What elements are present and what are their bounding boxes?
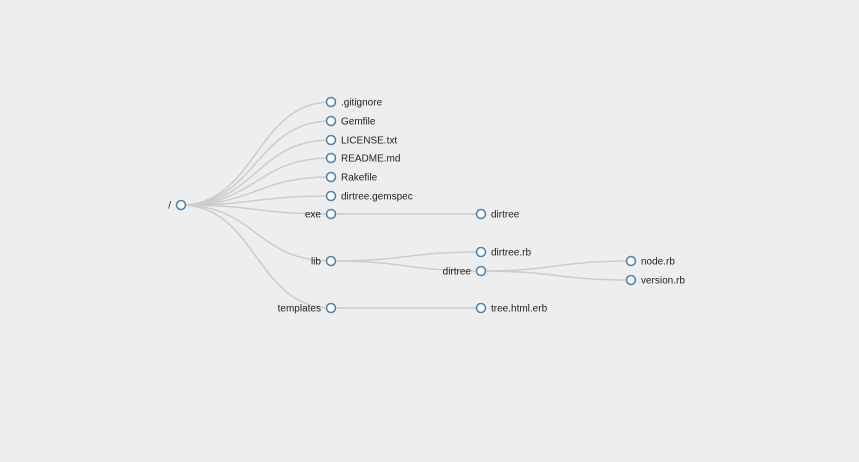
node-circle-icon[interactable] [475, 265, 487, 277]
node-label: LICENSE.txt [341, 136, 397, 147]
node-circle-icon[interactable] [325, 255, 337, 267]
tree-link-exe [180, 204, 332, 215]
node-circle-icon[interactable] [625, 255, 637, 267]
tree-link-gemspec [180, 195, 332, 206]
node-label: tree.html.erb [491, 304, 548, 315]
node-circle-icon[interactable] [325, 152, 337, 164]
tree-node-tree-html-erb[interactable]: tree.html.erb [475, 302, 548, 315]
tree-links [180, 101, 632, 309]
node-circle-icon[interactable] [325, 115, 337, 127]
tree-node-gemfile[interactable]: Gemfile [325, 115, 376, 128]
node-circle-icon[interactable] [325, 208, 337, 220]
tree-node-gitignore[interactable]: .gitignore [325, 96, 383, 109]
node-label: / [168, 201, 171, 212]
node-label: version.rb [641, 276, 685, 287]
tree-node-license[interactable]: LICENSE.txt [325, 134, 398, 147]
tree-link-gemfile [180, 120, 332, 206]
node-label: lib [311, 257, 321, 268]
tree-link-license [180, 139, 332, 206]
node-label: dirtree.rb [491, 248, 531, 259]
node-circle-icon[interactable] [625, 274, 637, 286]
tree-link-node-rb [480, 260, 632, 272]
tree-node-lib[interactable]: lib [311, 255, 337, 268]
tree-node-exe-dirtree[interactable]: dirtree [475, 208, 520, 221]
tree-node-version-rb[interactable]: version.rb [625, 274, 686, 287]
tree-link-lib-dirtree [330, 260, 482, 272]
tree-node-node-rb[interactable]: node.rb [625, 255, 676, 268]
node-label: Gemfile [341, 117, 376, 128]
node-label: dirtree.gemspec [341, 192, 413, 203]
tree-link-lib-dirtree-rb [330, 251, 482, 262]
node-label: .gitignore [341, 98, 383, 109]
node-label: templates [278, 304, 321, 315]
tree-nodes: / .gitignoreGemfileLICENSE.txtREADME.mdRa… [168, 96, 686, 315]
tree-node-gemspec[interactable]: dirtree.gemspec [325, 190, 413, 203]
tree-link-lib [180, 204, 332, 262]
node-circle-icon[interactable] [325, 134, 337, 146]
node-label: dirtree [443, 267, 472, 278]
tree-node-root[interactable]: / [168, 199, 187, 212]
tree-node-exe[interactable]: exe [305, 208, 337, 221]
node-circle-icon[interactable] [475, 246, 487, 258]
tree-link-version-rb [480, 270, 632, 281]
tree-node-templates[interactable]: templates [278, 302, 337, 315]
node-label: Rakefile [341, 173, 378, 184]
node-label: node.rb [641, 257, 675, 268]
node-circle-icon[interactable] [475, 208, 487, 220]
tree-node-rakefile[interactable]: Rakefile [325, 171, 378, 184]
node-circle-icon[interactable] [325, 190, 337, 202]
node-label: exe [305, 210, 322, 221]
node-circle-icon[interactable] [325, 171, 337, 183]
node-circle-icon[interactable] [475, 302, 487, 314]
node-label: README.md [341, 154, 400, 165]
tree-node-lib-dirtree-rb[interactable]: dirtree.rb [475, 246, 532, 259]
tree-link-gitignore [180, 101, 332, 206]
tree-node-lib-dirtree[interactable]: dirtree [443, 265, 487, 278]
tree-link-templates [180, 204, 332, 309]
node-circle-icon[interactable] [175, 199, 187, 211]
tree-node-readme[interactable]: README.md [325, 152, 401, 165]
node-circle-icon[interactable] [325, 302, 337, 314]
tree-link-readme [180, 157, 332, 206]
node-circle-icon[interactable] [325, 96, 337, 108]
node-label: dirtree [491, 210, 520, 221]
